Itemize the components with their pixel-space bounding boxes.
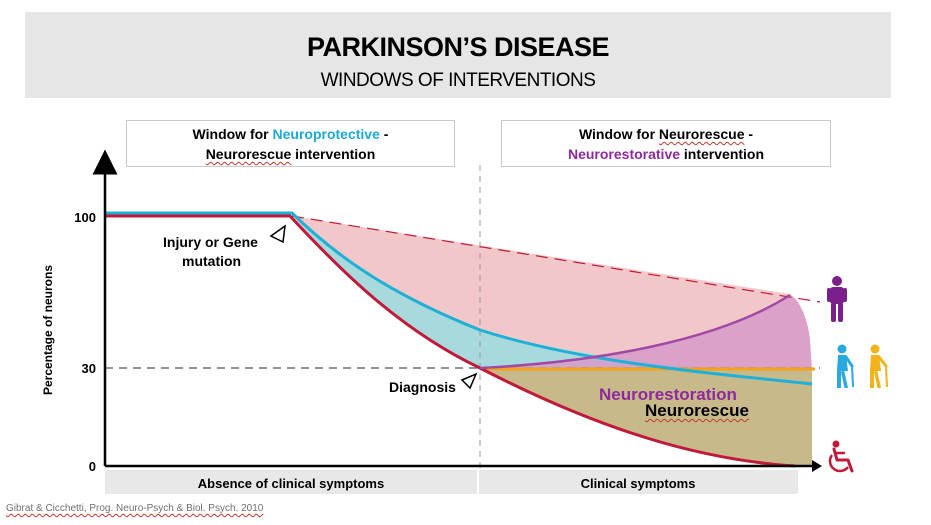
person-cane-icon <box>837 344 854 388</box>
window-left-line2-suffix: intervention <box>291 146 376 162</box>
phase-label-right: Clinical symptoms <box>581 476 696 491</box>
injury-label-line1: Injury or Gene <box>163 234 258 250</box>
teal-region <box>292 214 700 368</box>
window-neurorescue-box: Window for Neurorescue - Neurorestorativ… <box>501 120 831 167</box>
window-right-highlight: Neurorescue <box>658 126 745 142</box>
y-axis-label: Percentage of neurons <box>41 265 55 395</box>
window-right-line2-suffix: intervention <box>680 146 765 162</box>
page-title: PARKINSON’S DISEASE <box>306 32 610 62</box>
injury-label-line2: mutation <box>182 253 242 269</box>
window-left-suffix: - <box>379 126 389 142</box>
diagnosis-label: Diagnosis <box>389 379 456 395</box>
window-left-line2: Neurorescue <box>205 146 292 162</box>
neurorestoration-label: Neurorestoration <box>599 385 737 404</box>
window-right-prefix: Window for <box>578 126 659 142</box>
phase-label-left: Absence of clinical symptoms <box>198 476 384 491</box>
neurorestoration-curve <box>479 293 791 370</box>
tick-0: 0 <box>89 459 96 474</box>
citation-text: Gibrat & Cicchetti, Prog. Neuro-Psych & … <box>6 503 264 514</box>
x-axis-arrow <box>812 460 822 472</box>
window-neuroprotective-box: Window for Neuroprotective - Neurorescue… <box>126 120 455 167</box>
neurorescue-label: Neurorescue <box>645 401 749 420</box>
neuroprotection-curve <box>105 211 813 386</box>
wheelchair-icon <box>828 440 854 473</box>
diagnosis-pointer-icon <box>460 372 478 390</box>
extrapolated-decline-dashed <box>291 215 821 303</box>
window-right-suffix: - <box>744 126 754 142</box>
window-right-line2: Neurorestorative <box>567 146 681 162</box>
person-cane-icon <box>870 344 888 388</box>
injury-pointer-icon <box>269 224 286 244</box>
phase-bar-right <box>478 470 798 494</box>
citation: Gibrat & Cicchetti, Prog. Neuro-Psych & … <box>6 503 263 514</box>
window-left-prefix: Window for <box>192 126 273 142</box>
title-band: PARKINSON’S DISEASE WINDOWS OF INTERVENT… <box>25 12 891 98</box>
window-left-highlight: Neuroprotective <box>272 126 380 142</box>
tick-30: 30 <box>82 361 96 376</box>
phase-bar-left <box>105 470 478 494</box>
person-standing-icon <box>827 276 847 322</box>
olive-region <box>480 368 812 466</box>
page-subtitle: WINDOWS OF INTERVENTIONS <box>320 70 596 91</box>
tick-100: 100 <box>74 210 96 225</box>
purple-region <box>480 295 812 368</box>
